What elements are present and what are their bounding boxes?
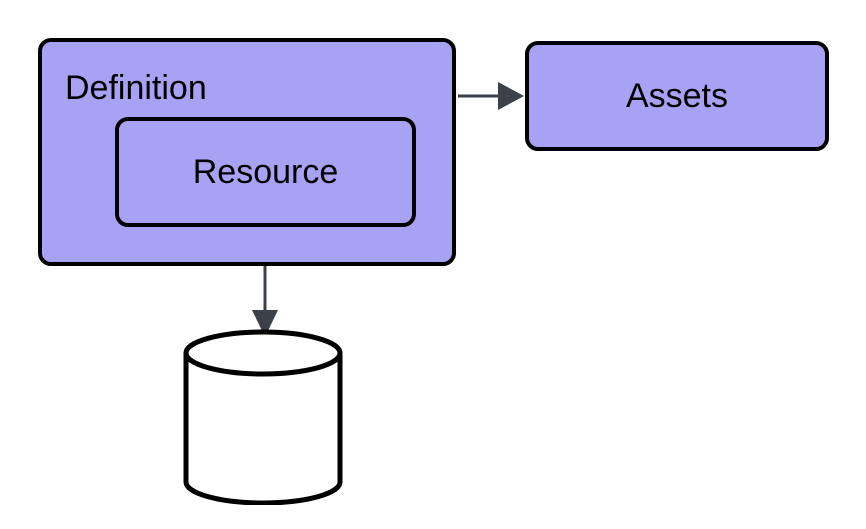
cylinder-top-ellipse [183, 329, 343, 377]
node-datastore[interactable] [170, 325, 360, 505]
database-cylinder-icon [183, 329, 343, 505]
node-resource-label: Resource [192, 153, 339, 191]
arrowhead-right-icon [498, 82, 524, 110]
edge-definition-to-assets [458, 82, 524, 110]
node-resource[interactable] [115, 117, 416, 227]
node-assets-label: Assets [625, 77, 729, 115]
cylinder-body [183, 350, 343, 505]
node-assets[interactable] [525, 41, 829, 151]
node-definition-label: Definition [65, 69, 207, 107]
